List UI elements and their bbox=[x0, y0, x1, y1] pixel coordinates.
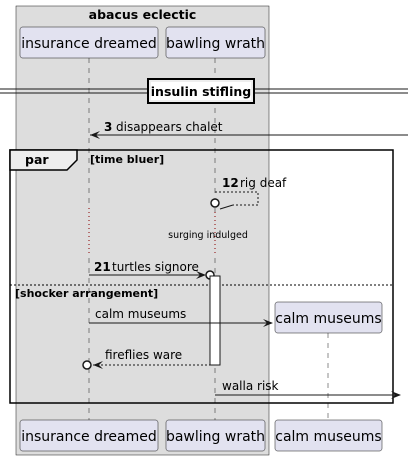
message-12-number: 12 bbox=[222, 176, 239, 190]
par-keyword: par bbox=[25, 152, 49, 167]
message-exit-arrowhead bbox=[391, 391, 401, 399]
participant-calm-museums-created-label: calm museums bbox=[275, 311, 381, 327]
message-3-label: disappears chalet bbox=[116, 120, 223, 134]
message-reply-label: fireflies ware bbox=[105, 348, 182, 362]
message-12-self-line bbox=[215, 191, 259, 206]
message-create-label: calm museums bbox=[95, 307, 186, 321]
message-create-arrowhead bbox=[263, 319, 273, 327]
divider-box-inner bbox=[151, 82, 251, 100]
participant-calm-museums-bottom bbox=[274, 419, 383, 452]
par-fragment-tab bbox=[9, 149, 78, 171]
message-3-arrowhead bbox=[90, 131, 100, 139]
participant-bawling-wrath-bottom-label: bawling wrath bbox=[166, 429, 265, 445]
participant-insurance-dreamed-bottom-label: insurance dreamed bbox=[21, 429, 157, 445]
delay-label: surging indulged bbox=[168, 230, 248, 241]
participant-insurance-dreamed-top bbox=[19, 26, 159, 59]
message-12-label: rig deaf bbox=[240, 176, 287, 190]
par-guard-1: [time bluer] bbox=[90, 153, 164, 166]
activation-bar bbox=[209, 275, 221, 366]
message-reply-arrowhead bbox=[93, 361, 103, 369]
participant-bawling-wrath-top bbox=[165, 26, 266, 59]
message-12-lost-circle bbox=[210, 198, 220, 208]
participant-calm-museums-created bbox=[274, 301, 383, 334]
box-title: abacus eclectic bbox=[89, 7, 197, 22]
message-21-label: turtles signore bbox=[112, 260, 199, 274]
par-fragment bbox=[9, 149, 394, 404]
message-12-head bbox=[219, 204, 234, 210]
delay-gap-left bbox=[86, 208, 92, 254]
participant-insurance-dreamed-bottom bbox=[19, 419, 159, 452]
participant-bawling-wrath-bottom bbox=[165, 419, 266, 452]
participant-bawling-wrath-top-label: bawling wrath bbox=[166, 36, 265, 52]
par-guard-2: [shocker arrangement] bbox=[15, 287, 158, 300]
message-21-number: 21 bbox=[94, 260, 111, 274]
divider-label: insulin stifling bbox=[151, 84, 251, 99]
message-21-arrowhead bbox=[196, 271, 206, 279]
participant-insurance-dreamed-top-label: insurance dreamed bbox=[21, 36, 157, 52]
delay-gap-right bbox=[212, 214, 218, 254]
participant-calm-museums-bottom-label: calm museums bbox=[275, 429, 381, 445]
message-exit-label: walla risk bbox=[222, 379, 279, 393]
message-3-number: 3 bbox=[104, 120, 112, 134]
message-reply-circle bbox=[82, 360, 92, 370]
